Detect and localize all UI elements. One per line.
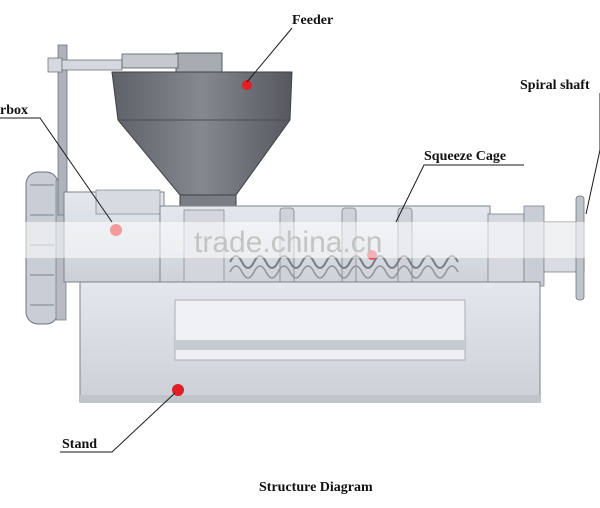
spiral-shaft-label: Spiral shaft — [520, 78, 590, 93]
stand-leader-line — [60, 392, 176, 453]
watermark-text: trade.china.cn — [194, 226, 382, 259]
gearbox-leader-line — [0, 117, 113, 223]
feeder-hopper — [111, 52, 293, 210]
feeder-marker — [242, 80, 252, 90]
stand-label: Stand — [62, 437, 97, 452]
control-rod — [47, 44, 123, 216]
gearbox-label: rbox — [0, 103, 28, 118]
spiral-shaft-leader-line — [585, 93, 600, 215]
squeeze-cage-label: Squeeze Cage — [424, 149, 506, 164]
feeder-leader-line — [246, 27, 293, 83]
stand-frame — [79, 281, 541, 403]
squeeze-cage-leader-line — [395, 164, 524, 223]
diagram-caption: Structure Diagram — [259, 480, 373, 495]
watermark: trade.china.cn — [0, 222, 600, 259]
feeder-label: Feeder — [292, 13, 333, 28]
